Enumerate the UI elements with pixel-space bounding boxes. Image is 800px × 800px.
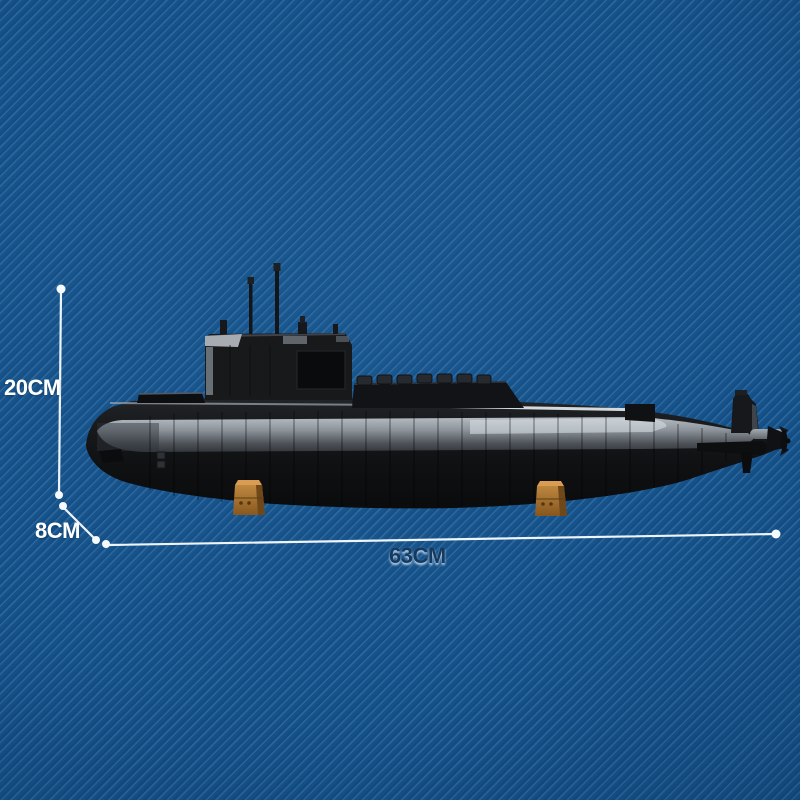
height-line-bottom-dot xyxy=(55,491,63,499)
tail-fin-light-edge xyxy=(752,404,758,431)
submarine-hull xyxy=(86,397,784,509)
sail-front-top-panel xyxy=(205,334,242,347)
dimension-endpoint-dots xyxy=(55,284,781,548)
hull-band-highlight xyxy=(470,418,667,434)
periscope-masts xyxy=(220,263,338,334)
depth-dimension-label: 8CM xyxy=(35,518,80,543)
propeller-blades xyxy=(780,430,788,452)
missile-hatch-bumps xyxy=(356,373,492,386)
propeller-tip xyxy=(785,438,791,444)
sail-side-panel xyxy=(296,350,346,390)
submarine-model xyxy=(86,263,791,516)
length-dimension-label: 63CM xyxy=(389,543,446,568)
dimension-lines xyxy=(57,289,777,547)
depth-line-bottom-dot xyxy=(92,536,100,544)
height-dimension-line xyxy=(57,289,63,496)
length-line-right-dot xyxy=(771,529,781,539)
bow-torpedo-door-2 xyxy=(156,460,166,469)
foredeck-strip-top xyxy=(138,392,203,395)
sail-panel-lines xyxy=(229,345,271,396)
depth-line-top-dot xyxy=(59,502,67,510)
sail-rear-light-block xyxy=(336,336,349,342)
hull-band-bow-shadow xyxy=(97,423,159,451)
propeller-blade-upper xyxy=(779,426,788,436)
sail-mid-light-block xyxy=(283,336,307,344)
propeller-blade-lower xyxy=(780,446,789,456)
hull-seam-lines xyxy=(149,411,727,507)
length-dimension-line xyxy=(106,532,777,547)
stern-lower-rudder xyxy=(741,452,753,473)
sail-front-light-strip xyxy=(206,347,213,395)
height-line-top-dot xyxy=(56,284,66,294)
stern-plane xyxy=(697,441,771,455)
tail-fin-top-tab xyxy=(735,390,747,395)
foredeck-strip xyxy=(137,393,205,403)
display-stand-front xyxy=(233,480,265,515)
display-stand-rear xyxy=(535,481,567,516)
missile-deck xyxy=(352,382,524,408)
length-line-left-dot xyxy=(102,540,110,548)
height-dimension-label: 20CM xyxy=(4,375,61,400)
aft-deck-step xyxy=(625,404,655,422)
depth-dimension-line xyxy=(62,506,97,541)
deck-edge-line-fore xyxy=(109,402,401,406)
bow-dive-plane xyxy=(99,449,124,463)
bow-torpedo-door-1 xyxy=(156,451,166,460)
